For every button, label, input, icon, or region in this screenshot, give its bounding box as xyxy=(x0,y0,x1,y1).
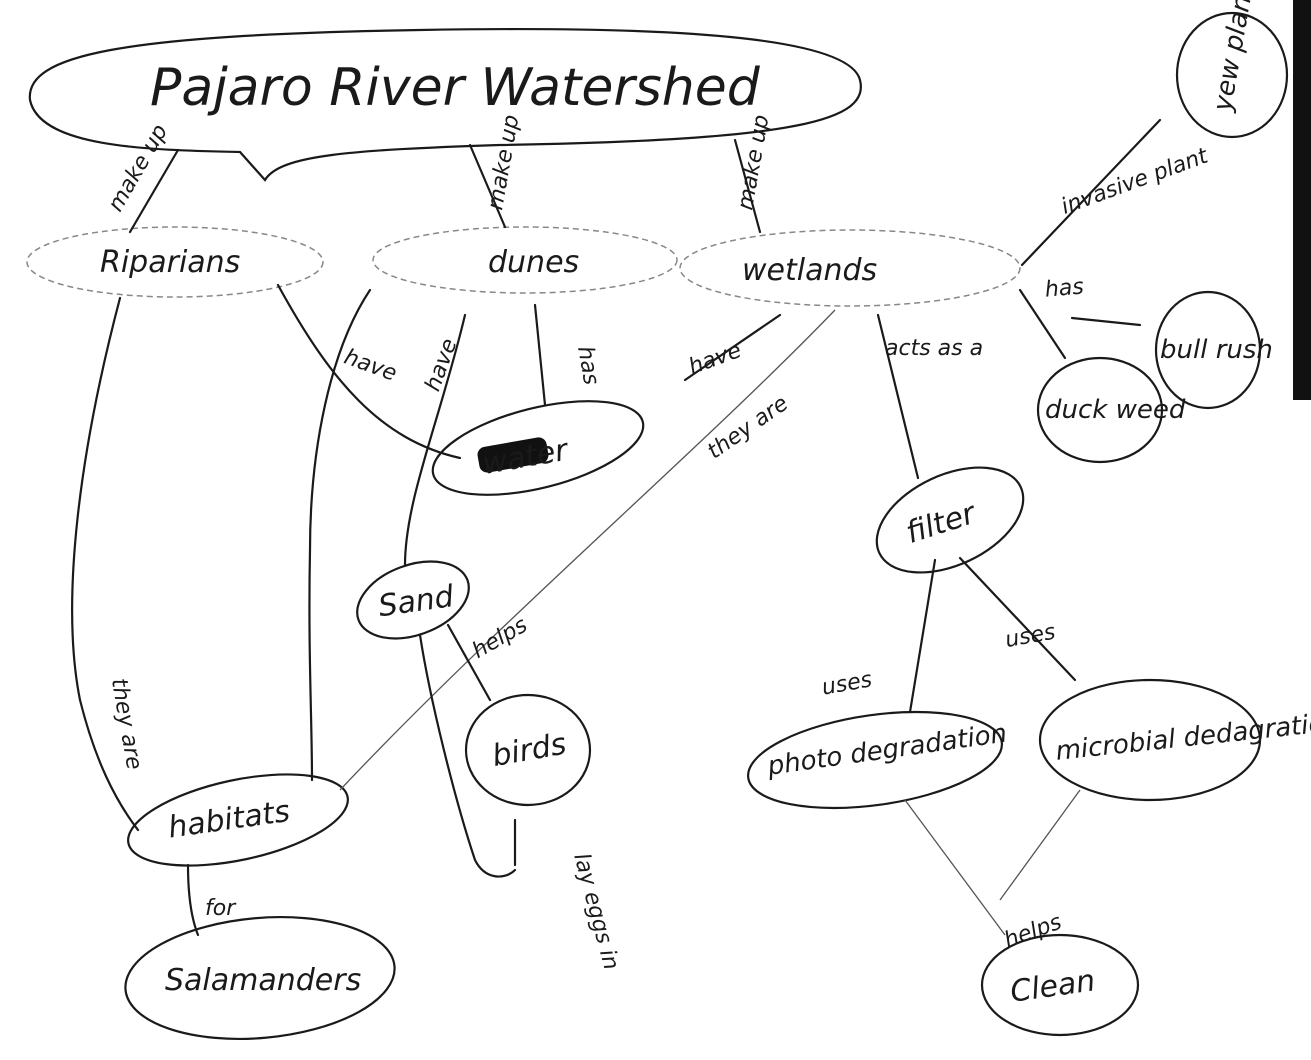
birds-oval xyxy=(464,693,592,807)
link-they-are-1: they are xyxy=(703,391,793,464)
node-wetlands: wetlands xyxy=(742,253,877,288)
edge-dunes-sand xyxy=(403,313,467,567)
edge-habitats-salamanders xyxy=(186,863,200,937)
link-have-2: have xyxy=(421,335,463,394)
link-make-up-2: make up xyxy=(483,113,524,212)
node-photo-degradation: photo degradation xyxy=(765,719,1009,782)
link-helps-2: helps xyxy=(468,613,532,664)
link-invasive-plant: invasive plant xyxy=(1058,143,1212,220)
edge-riparians-habitats xyxy=(71,296,140,832)
wetlands-oval xyxy=(679,229,1021,307)
node-bull-rush: bull rush xyxy=(1160,335,1273,365)
node-riparians: Riparians xyxy=(100,245,240,280)
node-habitats: habitats xyxy=(166,794,292,846)
edge-microbial-clean xyxy=(999,789,1081,901)
link-for: for xyxy=(205,896,237,921)
edge-title-wetlands xyxy=(733,138,762,234)
yew-plant-oval xyxy=(1175,11,1289,139)
edge-title-dunes xyxy=(468,143,507,229)
link-lay-eggs-in: lay eggs in xyxy=(568,851,623,973)
link-has-2: has xyxy=(1044,274,1085,302)
microbial-degradation-oval xyxy=(1038,678,1262,802)
node-dunes: dunes xyxy=(488,245,579,280)
edge-wetlands-filter xyxy=(876,313,920,480)
edge-wetlands-water xyxy=(683,313,782,382)
link-make-up-3: make up xyxy=(733,113,774,212)
link-uses-2: uses xyxy=(1003,620,1057,653)
node-water: water xyxy=(480,432,572,482)
node-clean: Clean xyxy=(1008,963,1097,1010)
node-duck-weed: duck weed xyxy=(1045,395,1186,425)
node-birds: birds xyxy=(490,727,569,774)
edge-wetlands-habitats xyxy=(339,309,836,791)
photo-degradation-oval xyxy=(746,710,1004,810)
filter-oval xyxy=(875,466,1025,574)
link-has-1: has xyxy=(572,344,603,387)
node-sand: Sand xyxy=(376,579,457,624)
link-have-1: have xyxy=(341,345,400,387)
sand-oval xyxy=(356,560,470,640)
scan-edge-bar xyxy=(1293,0,1311,400)
water-oval xyxy=(431,400,645,496)
dunes-oval xyxy=(372,226,678,294)
edge-riparians-water xyxy=(276,283,462,460)
habitats-oval xyxy=(127,773,349,867)
link-make-up-1: make up xyxy=(103,120,173,216)
water-scribble xyxy=(477,437,549,473)
title-text: Pajaro River Watershed xyxy=(150,58,761,118)
link-they-are-2: they are xyxy=(106,676,147,771)
salamanders-oval xyxy=(124,915,396,1041)
link-have-3: have xyxy=(685,338,744,380)
edge-wetlands-duckweed xyxy=(1018,288,1067,360)
link-acts-as-a: acts as a xyxy=(885,336,983,361)
edge-duckweed-bullrush xyxy=(1070,316,1142,327)
node-salamanders: Salamanders xyxy=(165,963,361,998)
node-microbial-degradation: microbial dedagration xyxy=(1054,707,1311,767)
link-helps-1: helps xyxy=(1001,910,1065,954)
edge-sand-birds xyxy=(446,623,492,702)
bull-rush-oval xyxy=(1154,290,1262,410)
edge-sand-layeggs xyxy=(418,633,517,878)
edge-wetlands-yew xyxy=(1020,118,1162,267)
edge-photo-clean xyxy=(904,799,1006,936)
edge-filter-microbial xyxy=(958,556,1077,682)
edge-title-riparians xyxy=(128,148,180,234)
title-oval xyxy=(28,27,862,182)
node-filter: filter xyxy=(902,496,981,552)
edge-filter-photo xyxy=(908,558,937,714)
edge-dunes-water xyxy=(533,303,547,407)
link-uses-1: uses xyxy=(820,667,874,700)
node-yew-plant: yew plant xyxy=(1208,0,1260,115)
riparians-oval xyxy=(26,226,324,298)
duck-weed-oval xyxy=(1036,356,1164,464)
edge-dunes-habitats xyxy=(308,288,372,782)
clean-oval xyxy=(980,933,1140,1037)
